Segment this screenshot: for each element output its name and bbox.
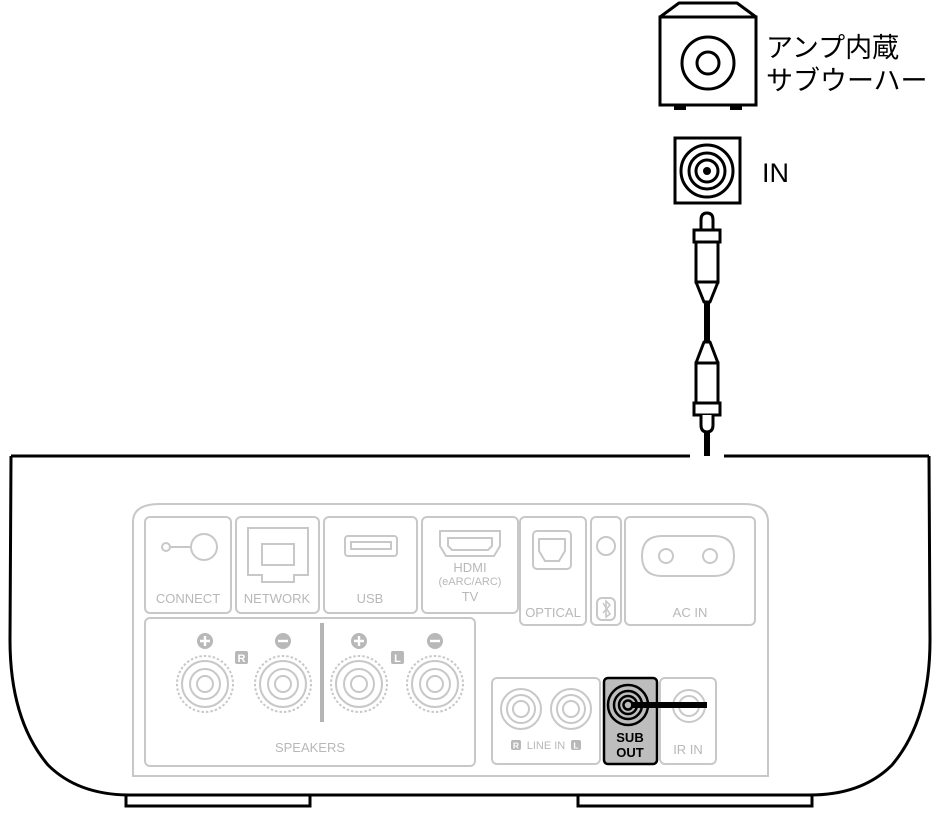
line-in-r-label: R <box>513 741 519 751</box>
bluetooth-button <box>596 536 616 556</box>
foot-right <box>576 795 814 808</box>
connect-label: CONNECT <box>156 591 220 606</box>
line-in-l-jack <box>550 688 592 730</box>
speakers-section <box>144 617 476 767</box>
line-in-section <box>491 677 601 765</box>
foot-left <box>124 795 312 808</box>
hdmi-label: HDMI <box>453 560 486 575</box>
speaker-l-label: L <box>394 653 401 665</box>
ac-in-label: AC IN <box>673 605 708 620</box>
in-label: IN <box>762 158 789 188</box>
main-unit-housing <box>8 454 932 808</box>
hdmi-port <box>439 530 501 557</box>
ir-in-section <box>659 677 717 765</box>
line-in-l-label: L <box>573 741 578 751</box>
subwoofer-body <box>658 15 758 107</box>
subwoofer-top-face <box>658 1 758 19</box>
network-label: NETWORK <box>244 591 311 606</box>
speakers-label: SPEAKERS <box>275 740 345 755</box>
ir-in-label: IR IN <box>673 742 703 757</box>
ethernet-port <box>247 527 309 583</box>
bottom-plug-body <box>694 361 720 405</box>
optical-label: OPTICAL <box>525 605 581 620</box>
terminal-r-plus <box>176 655 234 713</box>
subwoofer-speaker-inner <box>695 50 721 76</box>
tv-label: TV <box>462 589 479 604</box>
connect-section <box>144 516 232 614</box>
terminal-r-minus <box>254 655 312 713</box>
line-in-label: LINE IN <box>527 740 566 752</box>
subwoofer-foot-right <box>730 105 742 110</box>
speaker-r-badge <box>235 651 248 664</box>
bottom-plug-tip <box>699 415 715 434</box>
subwoofer-title-line1: アンプ内蔵 <box>766 33 899 64</box>
subwoofer-speaker-outer <box>680 35 736 91</box>
usb-port <box>344 535 398 557</box>
speaker-terminals <box>176 655 464 713</box>
speaker-l-badge <box>391 651 404 664</box>
line-in-l-badge <box>571 740 581 750</box>
sub-out-label-line1: SUB <box>616 730 643 745</box>
network-section <box>235 516 320 614</box>
optical-port <box>532 530 572 570</box>
line-in-r-badge <box>511 740 521 750</box>
line-in-jacks <box>500 688 592 730</box>
bluetooth-section <box>590 516 622 626</box>
terminal-l-plus <box>330 655 388 713</box>
usb-label: USB <box>357 591 384 606</box>
rear-panel <box>132 503 769 777</box>
line-in-r-jack <box>500 688 542 730</box>
housing-outline <box>8 455 932 797</box>
connect-button <box>190 533 218 561</box>
ac-in-section <box>624 516 756 626</box>
speaker-r-label: R <box>238 653 246 665</box>
top-plug-tip <box>699 211 715 230</box>
sub-out-label-line2: OUT <box>616 745 644 760</box>
subwoofer-in-jack <box>673 136 742 205</box>
terminal-l-minus <box>406 655 464 713</box>
hdmi-sub-label: (eARC/ARC) <box>439 576 502 588</box>
ac-socket <box>640 535 736 577</box>
panel-outline <box>132 503 769 777</box>
subwoofer-foot-left <box>674 105 686 110</box>
top-plug-body <box>694 240 720 284</box>
hdmi-section <box>421 516 519 614</box>
usb-section <box>323 516 418 614</box>
subwoofer-unit <box>658 1 758 110</box>
optical-section <box>519 516 587 626</box>
bluetooth-icon <box>602 599 612 619</box>
subwoofer-title-line2: サブウーハー <box>766 66 927 97</box>
